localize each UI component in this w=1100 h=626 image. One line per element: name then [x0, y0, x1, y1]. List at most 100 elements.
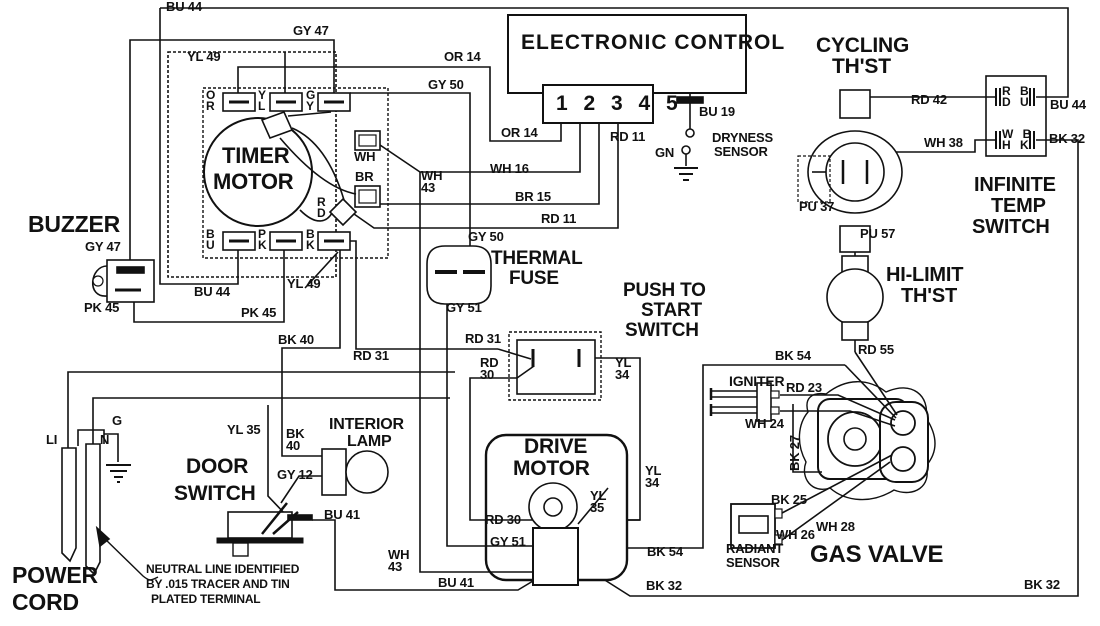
pu37-box	[797, 155, 831, 203]
label-wire-gy12: GY 12	[277, 467, 313, 482]
label-wire-yl49-top: YL 49	[187, 49, 221, 64]
gas-valve-terminal-top	[890, 410, 916, 436]
label-wire-bk32-a: BK 32	[1049, 131, 1085, 146]
label-radiant-sensor-title-1: RADIANT	[726, 541, 784, 556]
igniter-body	[756, 382, 772, 422]
label-infinite-temp-switch-title-2: TEMP	[991, 195, 1046, 217]
label-hi-limit-thst-title-2: TH'ST	[901, 285, 957, 307]
label-hi-limit-thst-title-1: HI-LIMIT	[886, 264, 964, 286]
label-push-to-start-title-3: SWITCH	[625, 320, 699, 341]
label-wire-bk32-c: BK 32	[1024, 577, 1060, 592]
label-drive-motor-title-1: DRIVE	[524, 435, 588, 458]
buzzer-hole	[92, 275, 104, 287]
label-electronic-control-title: ELECTRONIC CONTROL	[521, 31, 786, 54]
label-timer-terminal-or: O R	[206, 88, 216, 114]
cycling-thst-top-cap	[839, 89, 871, 119]
label-timer-terminal-br: BR	[355, 169, 374, 184]
timer-rd-terminal-diamond	[328, 197, 358, 227]
label-wire-gn: GN	[655, 145, 675, 160]
label-wire-bu44-c: BU 44	[194, 284, 230, 299]
label-buzzer-title: BUZZER	[28, 211, 121, 237]
label-wire-wh43-a: WH 43	[421, 168, 443, 196]
power-cord-blade-n	[85, 443, 101, 576]
label-wire-pk45-a: PK 45	[84, 300, 120, 315]
label-wire-or14-b: OR 14	[501, 125, 538, 140]
hi-limit-bottom-cap	[841, 321, 869, 341]
door-switch-body	[227, 511, 293, 539]
label-wire-bk27: BK 27	[787, 435, 802, 471]
label-wire-pu57: PU 57	[860, 226, 896, 241]
label-connector-digits: 1 2 3 4 5	[556, 92, 683, 115]
label-dryness-sensor-title-2: SENSOR	[714, 144, 768, 159]
label-radiant-sensor-title-2: SENSOR	[726, 555, 780, 570]
label-infinite-temp-switch-title-1: INFINITE	[974, 174, 1056, 196]
label-push-to-start-title-2: START	[641, 300, 702, 321]
label-cycling-thst-title-1: CYCLING	[816, 34, 910, 57]
thermal-fuse-body	[426, 245, 492, 305]
label-timer-terminal-yl: Y L	[258, 88, 266, 114]
label-thermal-fuse-title-1: THERMAL	[491, 248, 583, 269]
label-wire-bk32-b: BK 32	[646, 578, 682, 593]
label-wire-bk54-a: BK 54	[775, 348, 811, 363]
label-wire-bk40-b: BK 40	[286, 426, 305, 454]
interior-lamp-base	[321, 448, 347, 496]
label-wire-gy51-b: GY 51	[490, 534, 526, 549]
timer-motor-body	[203, 117, 313, 227]
label-wire-wh28: WH 28	[816, 519, 855, 534]
label-wire-wh26: WH 26	[776, 527, 815, 542]
radiant-sensor-window	[738, 515, 769, 534]
label-note-line-3: PLATED TERMINAL	[151, 592, 261, 606]
control-connector-box	[542, 84, 654, 124]
label-interior-lamp-title-1: INTERIOR	[329, 416, 404, 433]
label-wire-bu41-a: BU 41	[324, 507, 360, 522]
push-to-start-outer-box	[508, 331, 602, 401]
label-power-cord-title-1: POWER	[12, 562, 98, 588]
electronic-control-box	[507, 14, 747, 94]
label-door-switch-title-1: DOOR	[186, 455, 249, 478]
label-terminal-n: N	[100, 432, 110, 447]
label-gas-valve-title: GAS VALVE	[810, 541, 944, 568]
label-drive-motor-title-2: MOTOR	[513, 457, 590, 480]
wire-runs	[67, 7, 1079, 597]
label-wire-or14-a: OR 14	[444, 49, 481, 64]
label-note-line-2: BY .015 TRACER AND TIN	[146, 577, 290, 591]
label-terminal-g: G	[112, 413, 122, 428]
label-wire-bu41-b: BU 41	[438, 575, 474, 590]
label-wire-yl34-b: YL 34	[645, 463, 662, 491]
label-dryness-sensor-title-1: DRYNESS	[712, 130, 773, 145]
label-wire-gy47-top: GY 47	[293, 23, 329, 38]
power-cord-bracket	[77, 429, 105, 446]
label-thermal-fuse-title-2: FUSE	[509, 268, 559, 289]
label-wire-bu44-b: BU 44	[1050, 97, 1086, 112]
label-wire-bk40-a: BK 40	[278, 332, 314, 347]
label-wire-pk45-b: PK 45	[241, 305, 277, 320]
label-wire-wh43-b: WH 43	[388, 547, 410, 575]
label-wire-rd42: RD 42	[911, 92, 947, 107]
label-wire-rd23: RD 23	[786, 380, 822, 395]
label-infinite-temp-switch-title-3: SWITCH	[972, 216, 1050, 238]
label-timer-motor-title-2: MOTOR	[213, 169, 294, 194]
door-switch-foot	[232, 542, 249, 557]
label-its-terminal-bottom: W B H K	[1002, 127, 1035, 153]
label-igniter-title: IGNITER	[729, 373, 785, 389]
label-wire-rd30-a: RD 30	[480, 355, 499, 383]
label-push-to-start-title-1: PUSH TO	[623, 280, 706, 301]
label-wire-rd31-b: RD 31	[465, 331, 501, 346]
label-timer-terminal-rd: R D	[317, 195, 326, 221]
label-its-terminal-top: R B D U	[1002, 84, 1032, 110]
label-wire-yl49-b: YL 49	[287, 276, 321, 291]
label-wire-rd30-b: RD 30	[485, 512, 521, 527]
label-wire-yl35-a: YL 35	[590, 488, 607, 516]
label-power-cord-title-2: CORD	[12, 589, 79, 615]
label-wire-pu37: PU 37	[799, 199, 835, 214]
cycling-thst-bottom-cap	[839, 225, 871, 253]
label-wire-rd31-a: RD 31	[353, 348, 389, 363]
label-wire-yl35-b: YL 35	[227, 422, 261, 437]
label-wire-wh16: WH 16	[490, 161, 529, 176]
gas-valve-terminal-bottom	[890, 446, 916, 472]
push-to-start-inner-box	[516, 339, 596, 395]
label-wire-bk54-b: BK 54	[647, 544, 683, 559]
component-details	[95, 88, 1046, 581]
label-terminal-li: LI	[46, 432, 58, 447]
